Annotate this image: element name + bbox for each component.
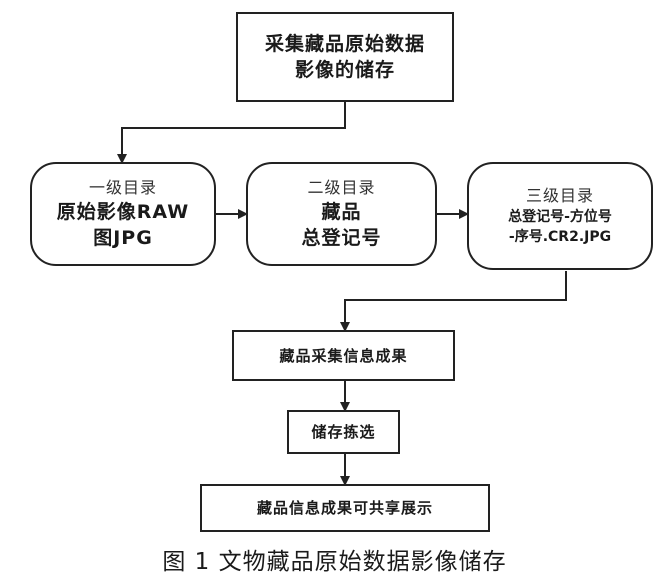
level1-line1: 原始影像RAW: [56, 201, 190, 223]
result-label: 藏品采集信息成果: [279, 346, 408, 365]
level2-title: 二级目录: [307, 178, 376, 197]
level3-line1: 总登记号-方位号: [508, 209, 612, 225]
level2-line1: 藏品: [321, 201, 362, 223]
level2-box: 二级目录 藏品 总登记号: [246, 162, 437, 266]
level2-line2: 总登记号: [301, 227, 382, 249]
level3-line2: -序号.CR2.JPG: [508, 229, 612, 245]
share-label: 藏品信息成果可共享展示: [256, 499, 433, 517]
level1-title: 一级目录: [88, 178, 157, 197]
level1-box: 一级目录 原始影像RAW 图JPG: [30, 162, 216, 266]
result-box: 藏品采集信息成果: [232, 330, 455, 381]
arrow-top-to-level1: [117, 102, 346, 164]
arrow-level3-to-result: [340, 271, 567, 332]
storage-box: 储存拣选: [287, 410, 400, 454]
level3-box: 三级目录 总登记号-方位号 -序号.CR2.JPG: [467, 162, 653, 270]
share-box: 藏品信息成果可共享展示: [200, 484, 490, 532]
figure-caption: 图 1 文物藏品原始数据影像储存: [162, 549, 507, 575]
level3-title: 三级目录: [525, 186, 594, 205]
top-box: 采集藏品原始数据 影像的储存: [236, 12, 454, 102]
storage-label: 储存拣选: [311, 423, 376, 441]
top-box-line2: 影像的储存: [294, 59, 395, 81]
level1-line2: 图JPG: [93, 227, 153, 249]
top-box-line1: 采集藏品原始数据: [264, 33, 425, 55]
